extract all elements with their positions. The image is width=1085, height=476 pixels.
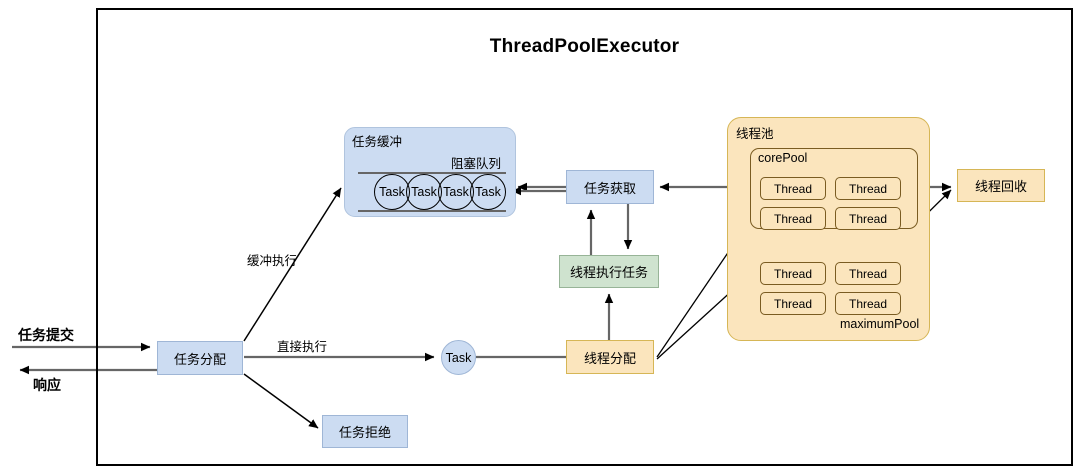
label-task-submit: 任务提交 [18, 327, 74, 343]
node-thread-exec-task[interactable]: 线程执行任务 [559, 255, 659, 288]
blocking-queue-title: 阻塞队列 [451, 157, 502, 171]
core-pool-title: corePool [758, 151, 808, 165]
label-response: 响应 [33, 377, 61, 393]
core-thread-1[interactable]: Thread [760, 177, 826, 200]
queue-task-3: Task [438, 174, 474, 210]
core-pool-container [750, 148, 918, 229]
queue-top-rail [358, 172, 506, 174]
page-title: ThreadPoolExecutor [489, 36, 680, 57]
queue-bottom-rail [358, 210, 506, 212]
outer-frame [96, 8, 1073, 466]
queue-task-2: Task [406, 174, 442, 210]
node-task-fetch[interactable]: 任务获取 [566, 170, 654, 204]
queue-task-4: Task [470, 174, 506, 210]
core-thread-2[interactable]: Thread [835, 177, 901, 200]
max-thread-1[interactable]: Thread [760, 262, 826, 285]
core-thread-4[interactable]: Thread [835, 207, 901, 230]
edge-reject [243, 373, 319, 429]
queue-task-1: Task [374, 174, 410, 210]
thread-pool-title: 线程池 [736, 127, 774, 141]
maximum-pool-title: maximumPool [840, 317, 920, 331]
node-thread-allocation[interactable]: 线程分配 [566, 340, 654, 374]
node-task-reject[interactable]: 任务拒绝 [322, 415, 408, 448]
label-direct-exec: 直接执行 [277, 340, 328, 354]
max-thread-2[interactable]: Thread [835, 262, 901, 285]
max-thread-4[interactable]: Thread [835, 292, 901, 315]
core-thread-3[interactable]: Thread [760, 207, 826, 230]
edge-buffered-exec [243, 187, 342, 342]
node-thread-recycle[interactable]: 线程回收 [957, 169, 1045, 202]
label-buffered-exec: 缓冲执行 [247, 254, 298, 268]
task-buffer-title: 任务缓冲 [352, 135, 403, 149]
node-task-circle[interactable]: Task [441, 340, 476, 375]
node-task-allocation[interactable]: 任务分配 [157, 341, 243, 375]
max-thread-3[interactable]: Thread [760, 292, 826, 315]
